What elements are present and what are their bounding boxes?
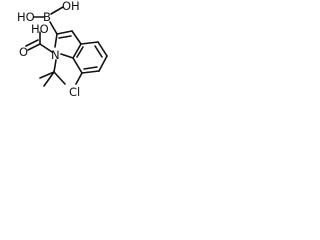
bond-n-carbonyl [39, 43, 53, 53]
bond-c4-c5 [97, 41, 108, 57]
bond-c7-c7a [72, 57, 83, 74]
bond-cq-me3 [53, 71, 66, 85]
bond-c2-c3 [56, 30, 73, 35]
label-hydroxyl-left: HO [17, 10, 35, 24]
bond-cq-me2 [43, 71, 55, 87]
bonds [25, 6, 108, 87]
bond-c7-cl [75, 72, 83, 85]
label-boron: B [43, 10, 51, 24]
label-nitrogen: N [51, 48, 60, 62]
bond-carbonyl-o [27, 43, 41, 51]
chemical-structure: OH B HO HO O N Cl [17, 0, 108, 99]
label-carboxyl-oh: HO [31, 22, 49, 36]
bond-c2-c3-double [58, 35, 72, 39]
bond-c4-c5-double [94, 45, 103, 58]
bond-c7a-n [60, 53, 74, 59]
bond-c3-c3a [71, 30, 82, 45]
bond-b-c2 [49, 21, 58, 35]
bond-c6-c7 [81, 70, 100, 74]
bond-c5-c6 [98, 55, 108, 72]
bond-c3a-c7a [72, 43, 82, 59]
bond-n-c2 [54, 33, 58, 48]
bond-c6-c7-double [83, 66, 98, 70]
label-hydroxyl-top: OH [62, 0, 80, 13]
bond-cq-me1 [39, 71, 55, 79]
label-carboxyl-o: O [19, 45, 28, 59]
atom-labels: OH B HO HO O N Cl [17, 0, 80, 99]
bond-n-cq [53, 59, 57, 73]
bond-carbonyl-o-double [25, 39, 39, 47]
bond-b-oh-top [50, 6, 64, 15]
label-chlorine: Cl [69, 85, 80, 99]
bond-c3a-c4 [80, 41, 99, 45]
bond-c7a-c3a-double [76, 46, 84, 58]
